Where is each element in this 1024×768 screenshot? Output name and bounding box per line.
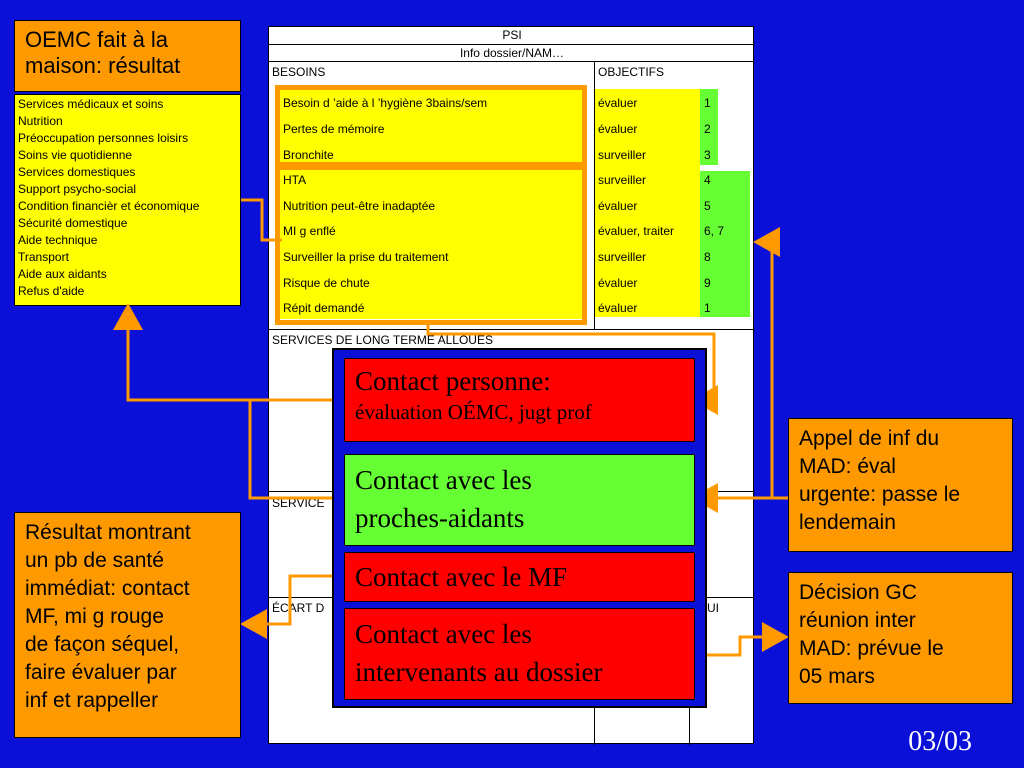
- needs-group-1-frame: [275, 85, 587, 167]
- list-item: Refus d'aide: [18, 284, 85, 298]
- besoin-9: Répit demandé: [283, 301, 365, 315]
- contact-proches-line-2: proches-aidants: [355, 503, 525, 533]
- appel-line: Appel de inf du: [799, 427, 940, 450]
- title-line-2: maison: résultat: [25, 53, 181, 78]
- besoin-2: Pertes de mémoire: [283, 122, 385, 136]
- besoin-1: Besoin d ’aide à l ’hygiène 3bains/sem: [283, 96, 488, 110]
- title-box: OEMC fait à la maison: résultat: [14, 20, 241, 92]
- num-7: 8: [704, 250, 711, 264]
- besoin-3: Bronchite: [283, 148, 334, 162]
- decision-line: réunion inter: [799, 609, 916, 632]
- objectif-4: surveiller: [598, 173, 647, 187]
- num-8: 9: [704, 276, 711, 290]
- resultat-line: immédiat: contact: [25, 577, 190, 600]
- num-5: 5: [704, 199, 711, 213]
- resultat-box: Résultat montrant un pb de santé immédia…: [14, 512, 241, 738]
- objectif-1: évaluer: [598, 96, 638, 110]
- contact-intervenants-box: Contact avec les intervenants au dossier: [344, 608, 695, 700]
- besoin-7: Surveiller la prise du traitement: [283, 250, 449, 264]
- objectif-8: évaluer: [598, 276, 638, 290]
- resultat-line: un pb de santé: [25, 549, 164, 572]
- besoin-4: HTA: [283, 173, 307, 187]
- list-item: Services domestiques: [18, 165, 136, 179]
- list-item: Préoccupation personnes loisirs: [18, 131, 189, 145]
- list-item: Condition financièr et économique: [18, 199, 200, 213]
- list-item: Sécurité domestique: [18, 216, 128, 230]
- objectif-5: évaluer: [598, 199, 638, 213]
- psi-subtitle: Info dossier/NAM…: [459, 46, 565, 60]
- contact-intervenants-line-2: intervenants au dossier: [355, 657, 603, 687]
- decision-box: Décision GC réunion inter MAD: prévue le…: [788, 572, 1013, 704]
- contact-intervenants-line-1: Contact avec les: [355, 619, 532, 649]
- decision-line: MAD: prévue le: [799, 637, 944, 660]
- appel-line: lendemain: [799, 511, 896, 534]
- besoin-8: Risque de chute: [283, 276, 370, 290]
- contact-personne-title: Contact personne:: [355, 366, 551, 396]
- num-6: 6, 7: [704, 224, 725, 238]
- psi-title: PSI: [502, 28, 522, 42]
- contacts-panel: Contact personne: évaluation OÉMC, jugt …: [332, 348, 707, 708]
- objectifs-header: OBJECTIFS: [598, 65, 665, 79]
- decision-line: Décision GC: [799, 581, 917, 604]
- page-number: 03/03: [908, 726, 972, 757]
- contact-proches-box: Contact avec les proches-aidants: [344, 454, 695, 546]
- resultat-line: Résultat montrant: [25, 521, 191, 544]
- contact-personne-detail: évaluation OÉMC, jugt prof: [355, 400, 592, 424]
- contact-mf-box: Contact avec le MF: [344, 552, 695, 602]
- list-item: Soins vie quotidienne: [18, 148, 133, 162]
- title-line-1: OEMC fait à la: [25, 27, 169, 52]
- contact-proches-line-1: Contact avec les: [355, 465, 532, 495]
- contact-personne-box: Contact personne: évaluation OÉMC, jugt …: [344, 358, 695, 442]
- list-item: Transport: [18, 250, 69, 264]
- appel-box: Appel de inf du MAD: éval urgente: passe…: [788, 418, 1013, 552]
- besoins-header: BESOINS: [272, 65, 326, 79]
- list-item: Nutrition: [18, 114, 63, 128]
- resultat-line: MF, mi g rouge: [25, 605, 164, 628]
- contact-mf-text: Contact avec le MF: [355, 562, 568, 592]
- list-item: Services médicaux et soins: [18, 97, 164, 111]
- objectif-7: surveiller: [598, 250, 647, 264]
- services-long-terme-header: SERVICES DE LONG TERME ALLOUÉS: [272, 333, 493, 347]
- objectif-2: évaluer: [598, 122, 638, 136]
- objectif-9: évaluer: [598, 301, 638, 315]
- ecart-right-header: UI: [707, 601, 719, 615]
- decision-line: 05 mars: [799, 665, 875, 688]
- num-1: 1: [704, 96, 711, 110]
- resultat-line: inf et rappeller: [25, 689, 159, 712]
- num-2: 2: [704, 122, 711, 136]
- besoin-5: Nutrition peut-être inadaptée: [283, 199, 436, 213]
- resultat-line: faire évaluer par: [25, 661, 177, 684]
- appel-line: urgente: passe le: [799, 483, 961, 506]
- objectif-3: surveiller: [598, 148, 647, 162]
- num-4: 4: [704, 173, 711, 187]
- resultat-line: de façon séquel,: [25, 633, 180, 656]
- list-item: Aide technique: [18, 233, 98, 247]
- list-item: Aide aux aidants: [18, 267, 107, 281]
- list-item: Support psycho-social: [18, 182, 137, 196]
- objectif-6: évaluer, traiter: [598, 224, 675, 238]
- needs-group-2-frame: [275, 165, 587, 325]
- ecart-header: ÉCART D: [272, 601, 325, 615]
- results-list: Services médicaux et soins Nutrition Pré…: [14, 94, 241, 306]
- appel-line: MAD: éval: [799, 455, 896, 478]
- num-3: 3: [704, 148, 711, 162]
- num-9: 1: [704, 301, 711, 315]
- besoin-6: MI g enflé: [283, 224, 336, 238]
